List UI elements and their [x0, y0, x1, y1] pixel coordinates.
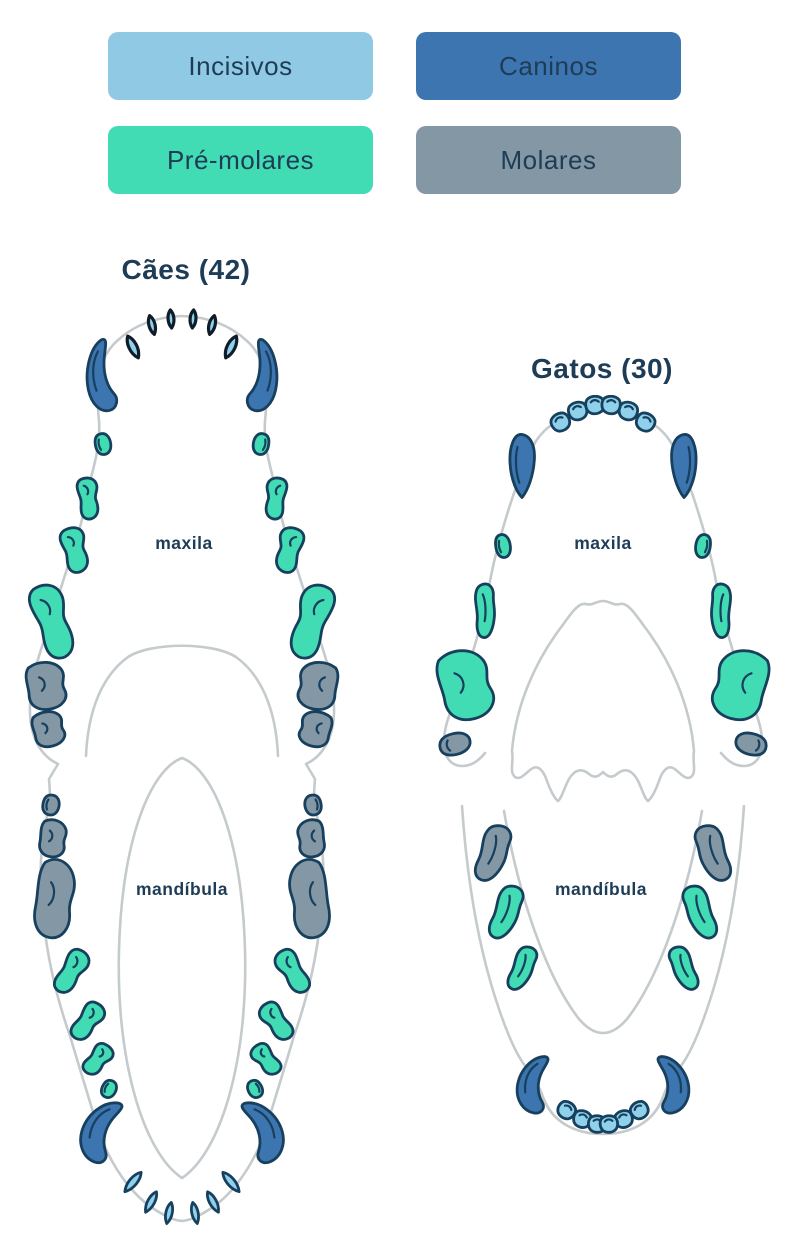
tooth-incisor	[122, 332, 144, 362]
legend-label: Incisivos	[188, 50, 293, 81]
tooth-premolar	[431, 644, 501, 726]
tooth-canine	[507, 432, 537, 500]
dog-tongue-outline	[117, 756, 247, 1180]
tooth-incisor	[166, 308, 176, 330]
legend-label: Caninos	[499, 50, 598, 81]
dog-jaw-diagram: maxila mandíbula	[0, 300, 380, 1258]
tooth-incisor	[162, 1200, 176, 1226]
tooth-molar	[37, 817, 69, 860]
tooth-premolar	[70, 473, 107, 523]
tooth-canine	[85, 338, 121, 411]
tooth-premolar	[66, 996, 110, 1048]
tooth-premolar	[472, 581, 498, 640]
dog-jaw-outline	[28, 314, 336, 1223]
dog-teeth-left	[21, 308, 176, 1226]
cat-maxila-label: maxila	[574, 533, 631, 553]
tooth-canine	[69, 1094, 138, 1167]
cat-palate-outline	[510, 599, 696, 803]
cat-tongue-outline	[502, 809, 704, 1035]
dog-teeth-right-mirror	[189, 310, 343, 1224]
tooth-molar	[32, 858, 77, 940]
tooth-premolar	[52, 521, 99, 578]
tooth-molar	[40, 792, 62, 818]
legend-item-incisivos: Incisivos	[108, 32, 373, 100]
tooth-molar	[473, 822, 513, 884]
tooth-premolar	[484, 880, 528, 945]
legend-item-premolares: Pré-molares	[108, 126, 373, 194]
dog-mandibula-label: mandíbula	[136, 879, 228, 899]
cat-jaw-diagram: maxila mandíbula	[420, 395, 800, 1136]
tooth-premolar	[97, 1076, 121, 1102]
tooth-premolar	[504, 942, 541, 995]
cat-title: Gatos (30)	[531, 353, 673, 384]
dog-palate-outline	[84, 644, 280, 758]
tooth-premolar	[78, 1037, 118, 1082]
tooth-molar	[27, 706, 71, 752]
tooth-premolar	[49, 943, 95, 1000]
legend-item-caninos: Caninos	[416, 32, 681, 100]
legend-label: Molares	[500, 144, 597, 175]
cat-mandibula-label: mandíbula	[555, 879, 647, 899]
legend-item-molares: Molares	[416, 126, 681, 194]
dog-maxila-label: maxila	[155, 533, 212, 553]
tooth-molar	[438, 730, 473, 758]
tooth-canine	[508, 1050, 564, 1116]
tooth-premolar	[21, 579, 87, 662]
legend-label: Pré-molares	[166, 144, 315, 175]
cat-mandible-outline	[460, 804, 746, 1136]
dog-title: Cães (42)	[121, 254, 251, 285]
tooth-incisor	[145, 313, 159, 337]
